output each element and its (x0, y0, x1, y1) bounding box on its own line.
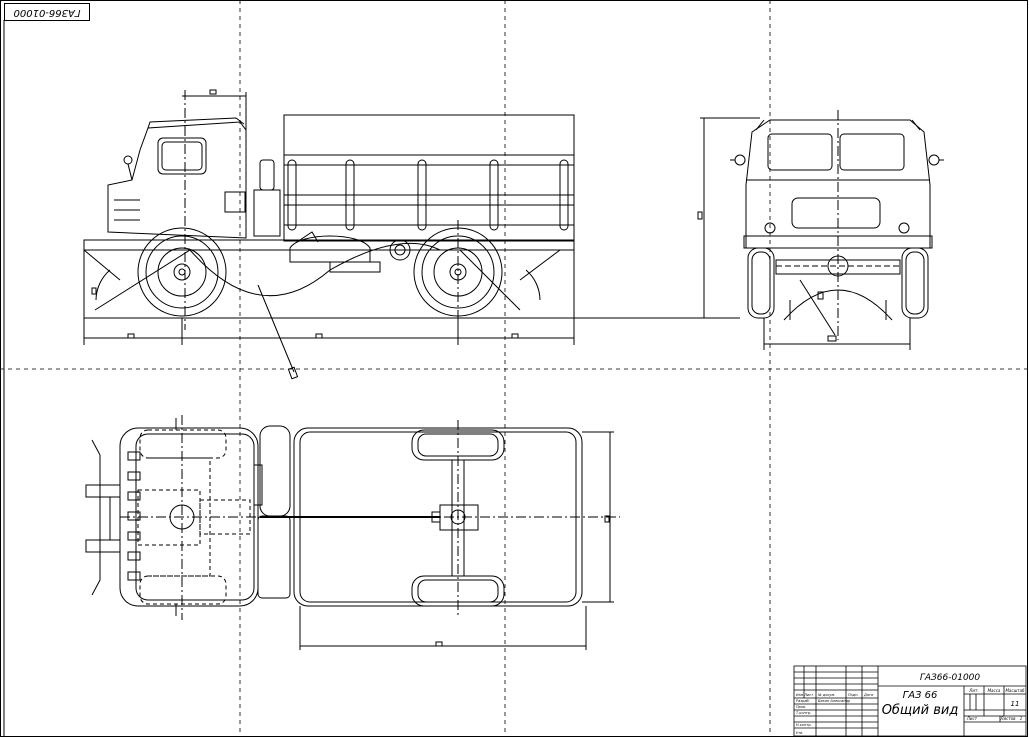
stamp-row-change: Изм Лист (796, 693, 814, 697)
stamp-row-checked: Пров. (796, 705, 806, 709)
drawing-code-title: ГАЗ66-01000 (920, 673, 981, 683)
col-sheet-label: Лист (966, 716, 978, 721)
title-block (793, 665, 1027, 737)
col-lit-label: Лит. (968, 688, 978, 693)
front-view (697, 110, 944, 350)
col-sheets-label: Листов (1000, 716, 1017, 721)
stamp-row-date: Дата (863, 693, 873, 697)
drawing-name-line2: Общий вид (882, 703, 959, 718)
stamp-developer-name: Бекин Александр (818, 699, 851, 703)
col-scale-label: Масштаб (1005, 688, 1025, 693)
stamp-row-norm-control: Н.контр. (796, 723, 812, 727)
sheets-count-value: 1 (1020, 716, 1023, 721)
drawing-name-line1: ГАЗ 66 (903, 690, 938, 701)
top-view (85, 415, 620, 650)
stamp-row-docnum: № докум. (817, 693, 835, 697)
stamp-row-tech-control: Т.контр. (796, 711, 811, 715)
col-mass-label: Масса (988, 688, 1001, 693)
stamp-row-developer: Разраб. (796, 699, 810, 703)
sheets-total-value: 11 (1011, 700, 1020, 708)
stamp-row-approved: Утв. (796, 731, 803, 735)
side-view (83, 89, 740, 380)
stamp-row-sign: Подп. (848, 693, 859, 697)
